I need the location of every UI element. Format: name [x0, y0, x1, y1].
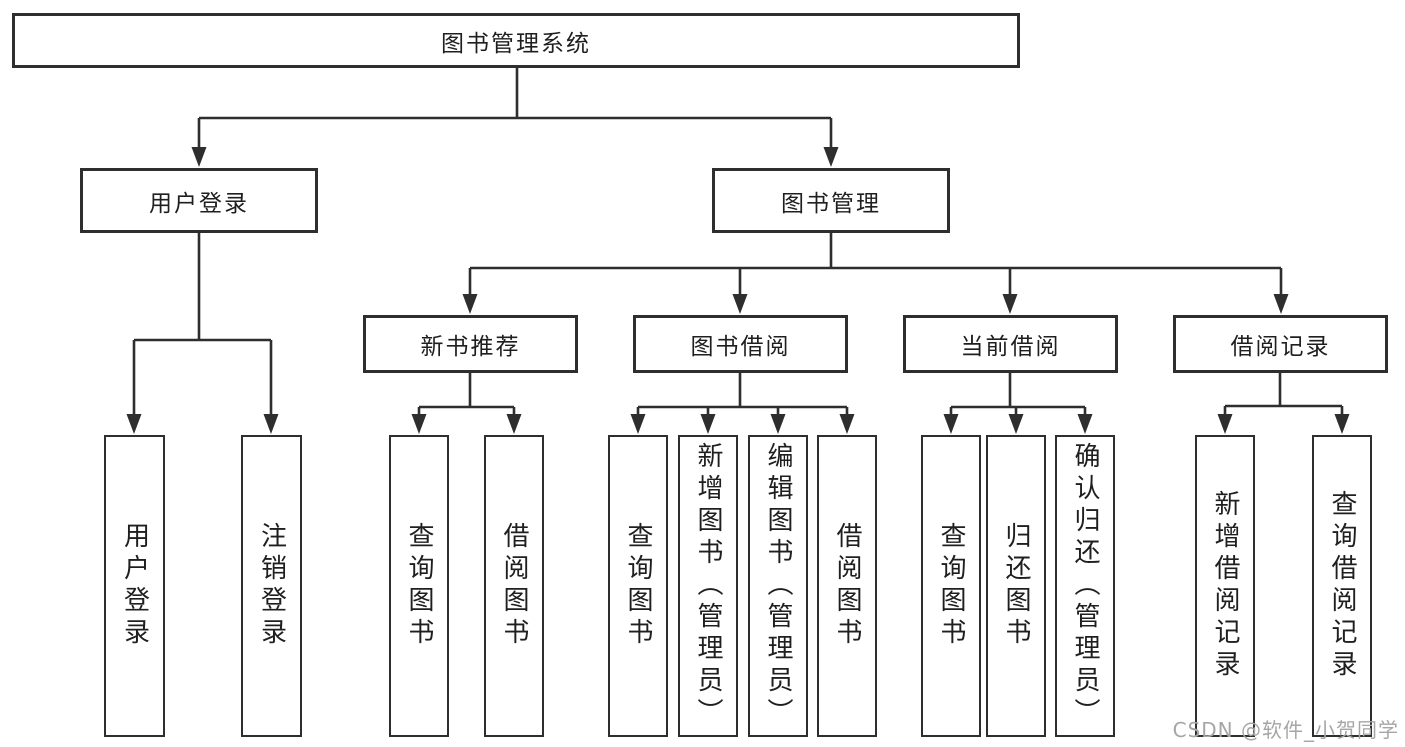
- leaf-confirm-return-admin: 确认归还（管理员）: [1055, 435, 1115, 737]
- arrowheads-level2: [462, 294, 1289, 314]
- node-new-book-recommend: 新书推荐: [363, 315, 578, 373]
- arrowheads-book-borrow: [630, 414, 855, 434]
- connector-user-login: [132, 233, 273, 418]
- node-borrow-records: 借阅记录: [1173, 315, 1388, 373]
- node-user-login: 用户登录: [80, 168, 318, 233]
- node-library-management-system: 图书管理系统: [12, 13, 1020, 68]
- connector-borrow-records: [1223, 373, 1344, 418]
- leaf-user-login: 用户登录: [104, 435, 165, 737]
- connector-book-borrow: [636, 373, 849, 418]
- node-current-borrow: 当前借阅: [903, 315, 1118, 373]
- leaf-query-books-borrow: 查询图书: [608, 435, 668, 737]
- leaf-borrow-books: 借阅图书: [817, 435, 877, 737]
- leaf-add-book-admin: 新增图书（管理员）: [678, 435, 738, 737]
- node-book-borrow: 图书借阅: [633, 315, 848, 373]
- leaf-logout: 注销登录: [241, 435, 302, 737]
- node-book-management: 图书管理: [712, 168, 950, 233]
- leaf-query-books-recommend: 查询图书: [389, 435, 449, 737]
- arrowheads-user-login: [126, 414, 279, 434]
- leaf-query-borrow-record: 查询借阅记录: [1312, 435, 1372, 737]
- arrowheads-borrow-records: [1217, 414, 1350, 434]
- arrowheads-level1: [191, 147, 839, 167]
- connector-current-borrow: [949, 373, 1087, 418]
- arrowheads-new-book: [411, 414, 522, 434]
- leaf-borrow-books-recommend: 借阅图书: [484, 435, 544, 737]
- leaf-return-books: 归还图书: [986, 435, 1046, 737]
- connector-root: [197, 68, 833, 150]
- leaf-edit-book-admin: 编辑图书（管理员）: [748, 435, 808, 737]
- leaf-add-borrow-record: 新增借阅记录: [1195, 435, 1255, 737]
- csdn-watermark: CSDN @软件_小贺同学: [1172, 718, 1399, 742]
- connector-new-book: [417, 373, 516, 418]
- arrowheads-current-borrow: [943, 414, 1093, 434]
- connector-book-management: [468, 233, 1283, 298]
- leaf-query-books-current: 查询图书: [921, 435, 981, 737]
